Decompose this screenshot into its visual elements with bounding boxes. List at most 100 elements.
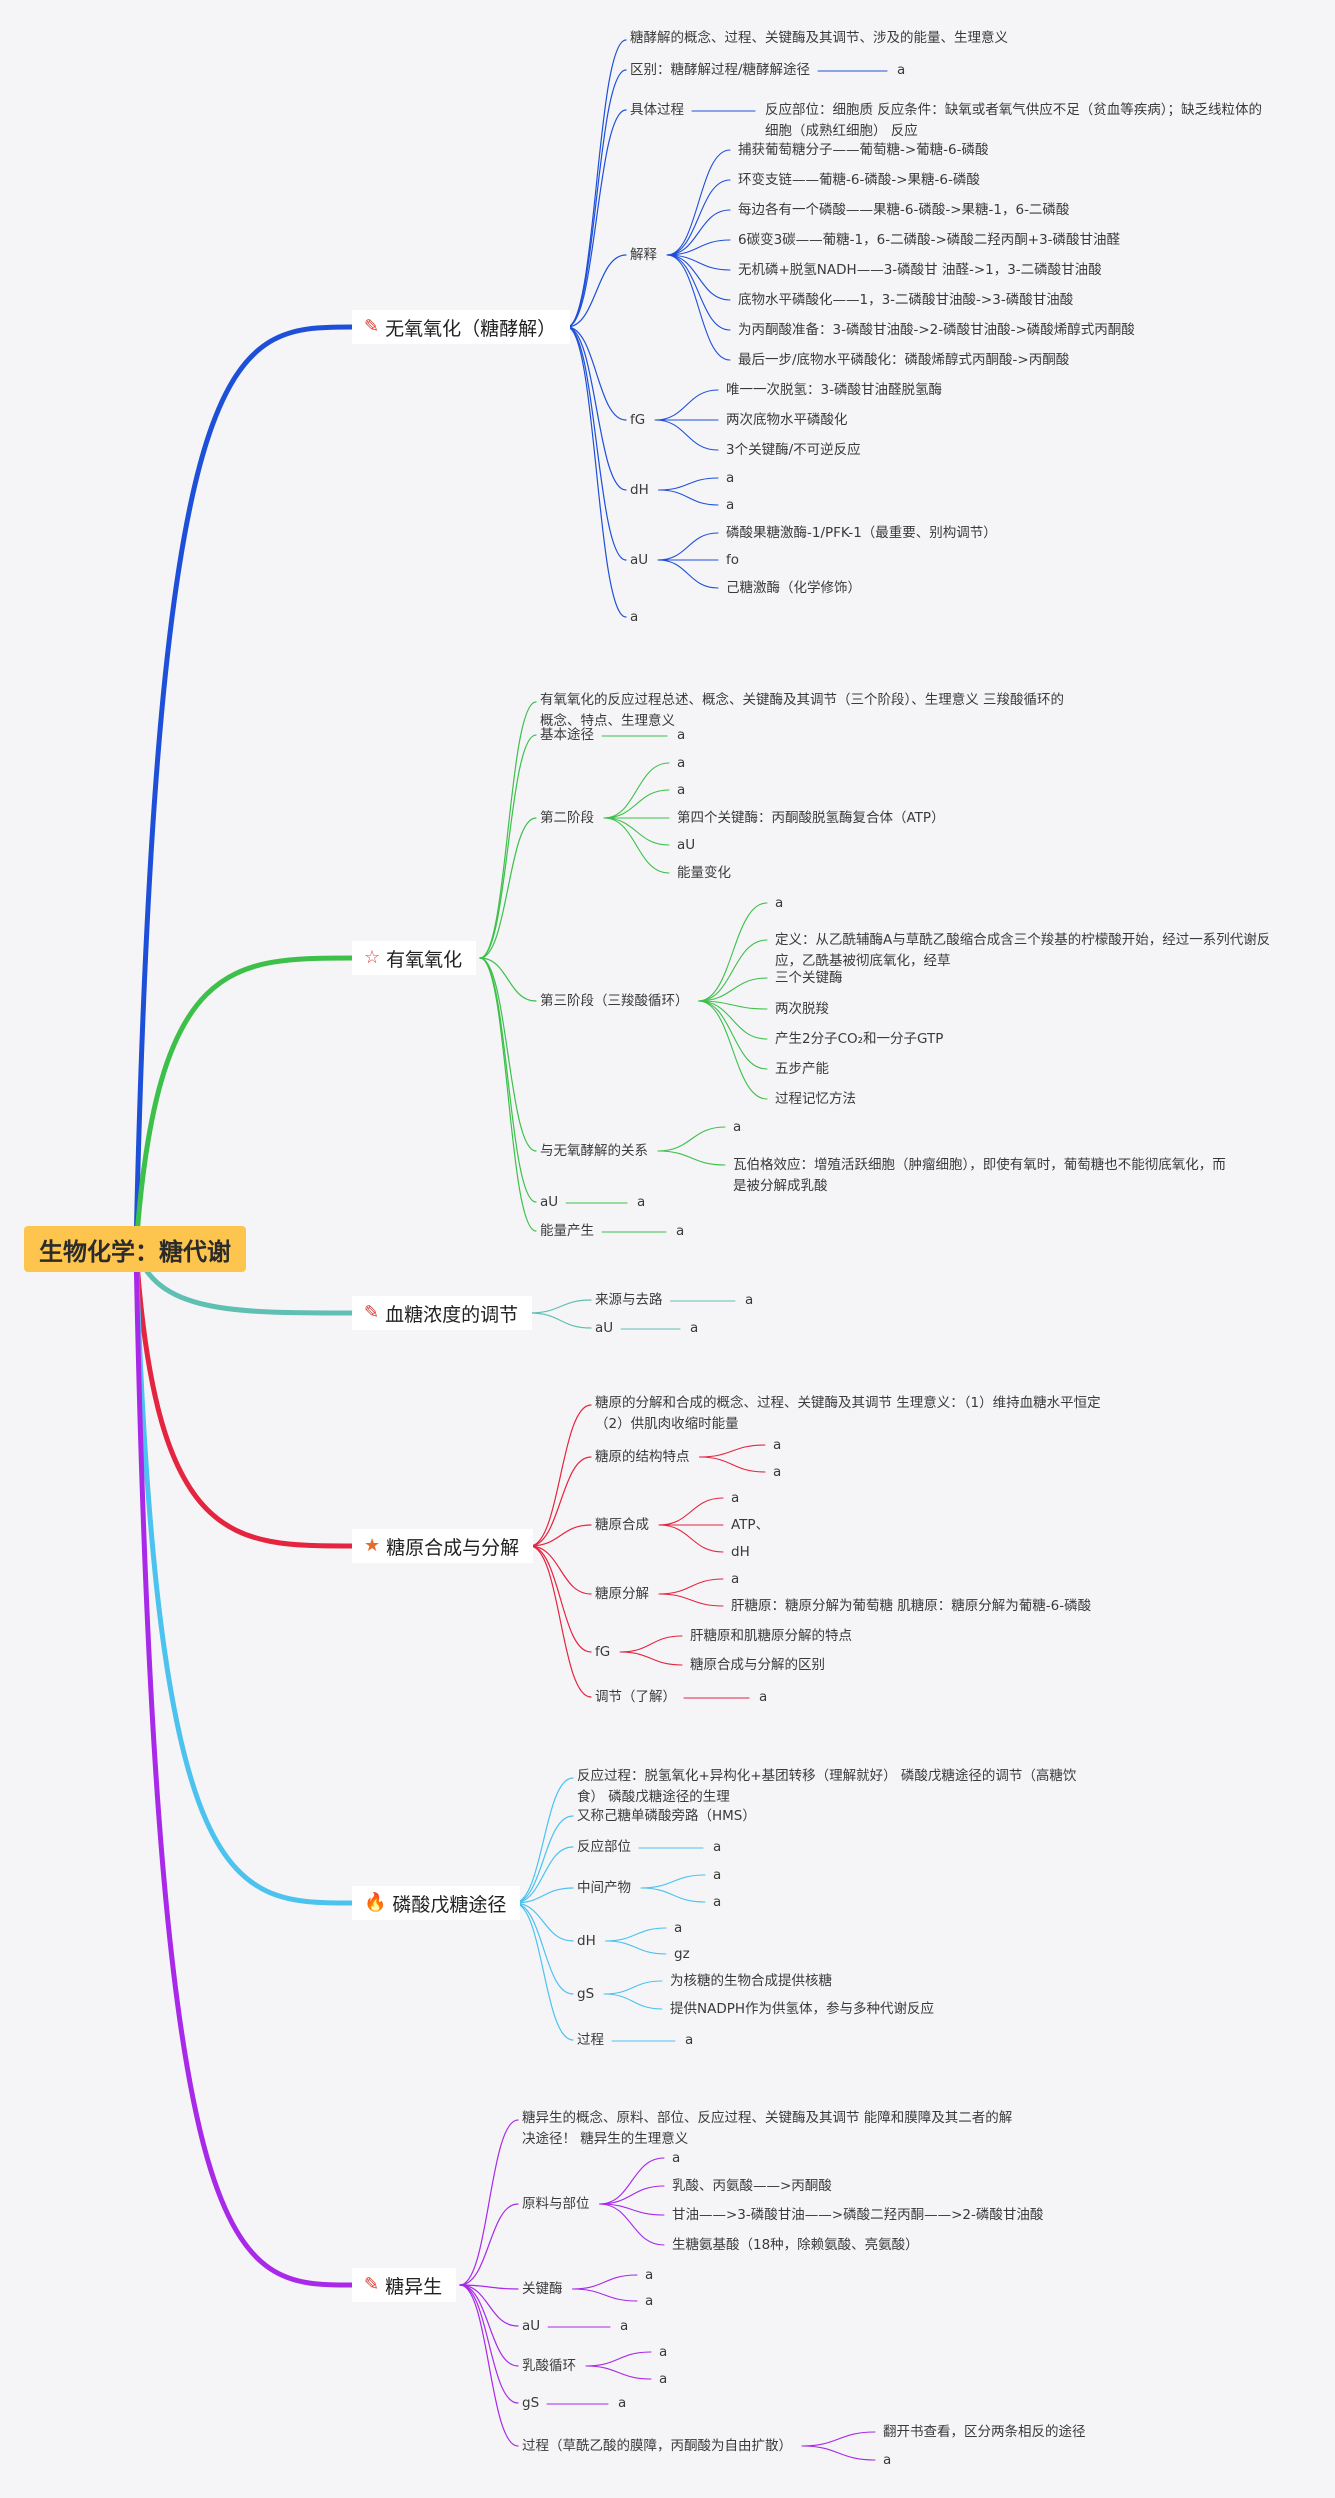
leaf-node[interactable]: dH [731, 1544, 750, 1560]
leaf-node[interactable]: 每边各有一个磷酸——果糖-6-磷酸->果糖-1，6-二磷酸 [738, 202, 1070, 218]
topic-node[interactable]: 乳酸循环 [522, 2358, 576, 2374]
topic-node[interactable]: 具体过程 [630, 102, 684, 118]
topic-node[interactable]: 糖原分解 [595, 1586, 649, 1602]
leaf-node[interactable]: a [677, 782, 686, 798]
topic-node[interactable]: 原料与部位 [522, 2196, 590, 2212]
topic-node[interactable]: 糖异生的概念、原料、部位、反应过程、关键酶及其调节 能障和膜障及其二者的解决途径… [522, 2110, 1013, 2147]
topic-node[interactable]: 与无氧酵解的关系 [540, 1143, 648, 1159]
leaf-node[interactable]: a [733, 1119, 742, 1135]
leaf-node[interactable]: a [676, 1223, 685, 1239]
leaf-node[interactable]: 6碳变3碳——葡糖-1，6-二磷酸->磷酸二羟丙酮+3-磷酸甘油醛 [738, 232, 1121, 248]
leaf-node[interactable]: a [745, 1292, 754, 1308]
topic-node[interactable]: 又称己糖单磷酸旁路（HMS） [577, 1808, 756, 1824]
leaf-node[interactable]: a [731, 1571, 740, 1587]
section-topic[interactable]: ✎糖异生 [352, 2268, 457, 2302]
leaf-node[interactable]: 定义：从乙酰辅酶A与草酰乙酸缩合成含三个羧基的柠檬酸开始，经过一系列代谢反应，乙… [775, 932, 1271, 969]
leaf-node[interactable]: a [713, 1839, 722, 1855]
section-topic[interactable]: 🔥磷酸戊糖途径 [352, 1886, 521, 1920]
leaf-node[interactable]: a [726, 470, 735, 486]
leaf-node[interactable]: 能量变化 [677, 865, 731, 881]
topic-node[interactable]: 解释 [630, 247, 657, 263]
leaf-node[interactable]: 翻开书查看，区分两条相反的途径 [883, 2424, 1086, 2440]
leaf-node[interactable]: a [773, 1437, 782, 1453]
topic-node[interactable]: 糖酵解的概念、过程、关键酶及其调节、涉及的能量、生理意义 [630, 30, 1008, 46]
topic-node[interactable]: 过程（草酰乙酸的膜障，丙酮酸为自由扩散） [522, 2438, 792, 2454]
topic-node[interactable]: 糖原的分解和合成的概念、过程、关键酶及其调节 生理意义：（1）维持血糖水平恒定（… [595, 1395, 1101, 1432]
leaf-node[interactable]: 第四个关键酶：丙酮酸脱氢酶复合体（ATP） [677, 810, 945, 826]
topic-node[interactable]: 关键酶 [522, 2281, 563, 2297]
leaf-node[interactable]: a [659, 2344, 668, 2360]
topic-node[interactable]: 能量产生 [540, 1223, 594, 1239]
section-topic[interactable]: ☆有氧氧化 [352, 941, 477, 975]
leaf-node[interactable]: a [773, 1464, 782, 1480]
section-topic[interactable]: ✎血糖浓度的调节 [352, 1296, 533, 1330]
topic-node[interactable]: 糖原的结构特点 [595, 1449, 690, 1465]
topic-node[interactable]: aU [540, 1194, 559, 1210]
topic-node[interactable]: 调节（了解） [595, 1689, 676, 1705]
leaf-node[interactable]: 最后一步/底物水平磷酸化：磷酸烯醇式丙酮酸->丙酮酸 [738, 352, 1070, 368]
leaf-node[interactable]: a [713, 1894, 722, 1910]
leaf-node[interactable]: a [690, 1320, 699, 1336]
leaf-node[interactable]: a [620, 2318, 629, 2334]
leaf-node[interactable]: a [775, 895, 784, 911]
leaf-node[interactable]: a [685, 2032, 694, 2048]
topic-node[interactable]: aU [595, 1320, 614, 1336]
leaf-node[interactable]: gz [674, 1946, 690, 1962]
topic-node[interactable]: 糖原合成 [595, 1517, 649, 1533]
leaf-node[interactable]: 为丙酮酸准备：3-磷酸甘油酸->2-磷酸甘油酸->磷酸烯醇式丙酮酸 [738, 322, 1135, 338]
leaf-node[interactable]: 提供NADPH作为供氢体，参与多种代谢反应 [670, 2001, 935, 2017]
leaf-node[interactable]: 糖原合成与分解的区别 [690, 1657, 825, 1673]
leaf-node[interactable]: 肝糖原：糖原分解为葡萄糖 肌糖原：糖原分解为葡糖-6-磷酸 [731, 1598, 1092, 1614]
leaf-node[interactable]: 己糖激酶（化学修饰） [726, 580, 861, 596]
topic-node[interactable]: 过程 [577, 2032, 604, 2048]
topic-node[interactable]: 中间产物 [577, 1880, 631, 1896]
leaf-node[interactable]: 过程记忆方法 [775, 1091, 856, 1107]
topic-node[interactable]: 区别：糖酵解过程/糖酵解途径 [630, 62, 811, 78]
topic-node[interactable]: aU [522, 2318, 541, 2334]
leaf-node[interactable]: aU [677, 837, 696, 853]
topic-node[interactable]: 反应过程：脱氢氧化+异构化+基团转移（理解就好） 磷酸戊糖途径的调节（高糖饮食）… [577, 1768, 1077, 1805]
leaf-node[interactable]: a [713, 1867, 722, 1883]
leaf-node[interactable]: 反应部位：细胞质 反应条件：缺氧或者氧气供应不足（贫血等疾病）；缺乏线粒体的细胞… [765, 102, 1263, 139]
leaf-node[interactable]: 五步产能 [775, 1061, 829, 1077]
leaf-node[interactable]: 捕获葡萄糖分子——葡萄糖->葡糖-6-磷酸 [738, 142, 989, 158]
leaf-node[interactable]: a [659, 2371, 668, 2387]
topic-node[interactable]: 第三阶段（三羧酸循环） [540, 993, 689, 1009]
section-topic[interactable]: ★糖原合成与分解 [352, 1529, 534, 1563]
leaf-node[interactable]: 环变支链——葡糖-6-磷酸->果糖-6-磷酸 [738, 172, 980, 188]
leaf-node[interactable]: 乳酸、丙氨酸——>丙酮酸 [672, 2178, 832, 2194]
topic-node[interactable]: 来源与去路 [595, 1292, 663, 1308]
leaf-node[interactable]: 唯一一次脱氢：3-磷酸甘油醛脱氢酶 [726, 382, 942, 398]
topic-node[interactable]: 基本途径 [540, 727, 594, 743]
leaf-node[interactable]: 生糖氨基酸（18种，除赖氨酸、亮氨酸） [672, 2237, 919, 2253]
leaf-node[interactable]: 两次底物水平磷酸化 [726, 412, 848, 428]
topic-node[interactable]: fG [630, 412, 646, 428]
leaf-node[interactable]: 三个关键酶 [775, 970, 843, 986]
leaf-node[interactable]: fo [726, 552, 740, 568]
leaf-node[interactable]: 肝糖原和肌糖原分解的特点 [690, 1628, 852, 1644]
leaf-node[interactable]: a [731, 1490, 740, 1506]
leaf-node[interactable]: 磷酸果糖激酶-1/PFK-1（最重要、别构调节） [726, 525, 997, 541]
topic-node[interactable]: gS [577, 1986, 595, 2002]
topic-node[interactable]: dH [577, 1933, 596, 1949]
topic-node[interactable]: 第二阶段 [540, 810, 594, 826]
leaf-node[interactable]: a [618, 2395, 627, 2411]
leaf-node[interactable]: a [897, 62, 906, 78]
topic-node[interactable]: a [630, 609, 639, 625]
leaf-node[interactable]: a [677, 727, 686, 743]
leaf-node[interactable]: 产生2分子CO₂和一分子GTP [775, 1031, 944, 1047]
topic-node[interactable]: aU [630, 552, 649, 568]
leaf-node[interactable]: a [672, 2150, 681, 2166]
leaf-node[interactable]: a [883, 2452, 892, 2468]
leaf-node[interactable]: a [677, 755, 686, 771]
leaf-node[interactable]: 为核糖的生物合成提供核糖 [670, 1973, 832, 1989]
topic-node[interactable]: dH [630, 482, 649, 498]
leaf-node[interactable]: 两次脱羧 [775, 1001, 829, 1017]
topic-node[interactable]: gS [522, 2395, 540, 2411]
topic-node[interactable]: fG [595, 1644, 611, 1660]
section-topic[interactable]: ✎无氧氧化（糖酵解） [352, 310, 571, 344]
leaf-node[interactable]: ATP、 [731, 1517, 770, 1533]
root-topic[interactable]: 生物化学：糖代谢 [24, 1226, 246, 1272]
topic-node[interactable]: 反应部位 [577, 1839, 631, 1855]
leaf-node[interactable]: a [637, 1194, 646, 1210]
